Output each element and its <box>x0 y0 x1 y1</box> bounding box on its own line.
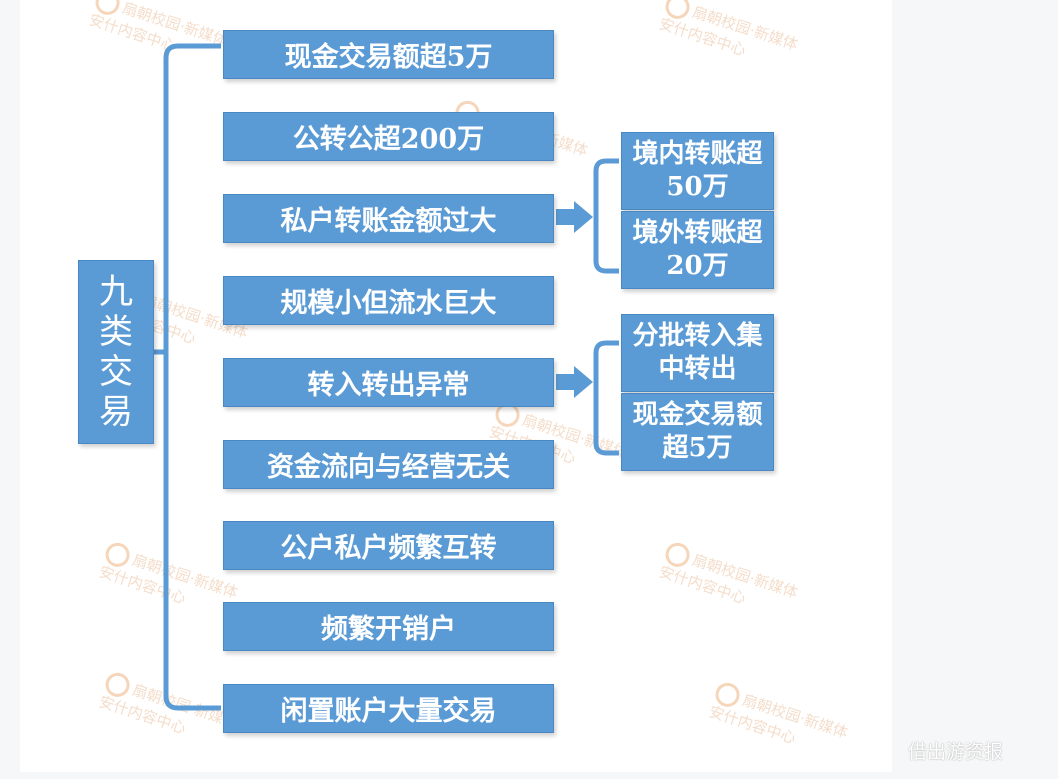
category-label: 现金交易额超5万 <box>284 42 493 73</box>
category-node: 现金交易额超5万 <box>223 30 554 79</box>
detail-label: 分批转入集中转出 <box>632 321 763 384</box>
root-bracket <box>163 43 221 711</box>
category-node: 规模小但流水巨大 <box>223 276 554 325</box>
detail-node: 分批转入集中转出 <box>621 314 774 392</box>
category-label: 私户转账金额过大 <box>280 206 497 237</box>
category-node: 闲置账户大量交易 <box>223 684 554 733</box>
detail-node: 现金交易额超5万 <box>621 393 774 471</box>
category-node: 转入转出异常 <box>223 358 554 407</box>
arrow-icon <box>556 201 593 233</box>
branch-bracket <box>593 340 619 456</box>
category-label: 转入转出异常 <box>307 370 470 401</box>
branch-bracket <box>593 158 619 274</box>
detail-label: 现金交易额超5万 <box>632 400 763 463</box>
category-label: 规模小但流水巨大 <box>280 288 497 319</box>
category-node: 公户私户频繁互转 <box>223 521 554 570</box>
category-node: 资金流向与经营无关 <box>223 440 554 489</box>
category-label: 闲置账户大量交易 <box>280 696 497 727</box>
detail-label: 境内转账超50万 <box>632 139 763 202</box>
category-label: 资金流向与经营无关 <box>267 452 510 483</box>
arrow-icon <box>556 366 593 398</box>
detail-node: 境外转账超20万 <box>621 211 774 289</box>
detail-node: 境内转账超50万 <box>621 132 774 210</box>
category-label: 公户私户频繁互转 <box>280 533 497 564</box>
detail-label: 境外转账超20万 <box>632 218 763 281</box>
category-label: 公转公超200万 <box>292 124 485 155</box>
root-label: 九类交易 <box>99 272 133 432</box>
category-node: 私户转账金额过大 <box>223 194 554 243</box>
category-node: 频繁开销户 <box>223 602 554 651</box>
root-node: 九类交易 <box>78 260 154 444</box>
category-label: 频繁开销户 <box>321 614 456 645</box>
category-node: 公转公超200万 <box>223 112 554 161</box>
source-credit: 借出游资报 <box>908 741 1004 763</box>
